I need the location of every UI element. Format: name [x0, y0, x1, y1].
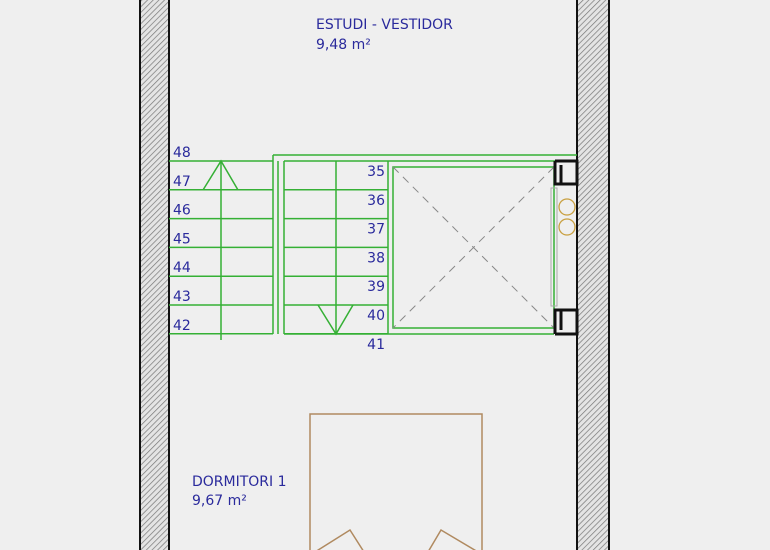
pillow	[428, 528, 477, 550]
step-number: 42	[173, 318, 191, 334]
step-number: 48	[173, 145, 191, 161]
step-number: 45	[173, 231, 191, 247]
room-name: ESTUDI - VESTIDOR	[316, 17, 453, 33]
elevator-shaft	[392, 159, 579, 336]
step-number: 37	[367, 222, 385, 238]
room-area: 9,48 m²	[316, 37, 371, 53]
room-name: DORMITORI 1	[192, 474, 287, 490]
elevator-button-icon	[558, 198, 576, 216]
left-step-numbers: 48 47 46 45 44 43 42	[173, 145, 191, 334]
arrow-up-icon	[202, 159, 239, 191]
pillow	[316, 528, 364, 550]
left-wall	[139, 0, 170, 550]
elevator-button-icon	[558, 218, 576, 236]
room-area: 9,67 m²	[192, 493, 247, 509]
step-number: 36	[367, 193, 385, 209]
step-number: 46	[173, 203, 191, 219]
step-number: 41	[367, 337, 385, 353]
staircase	[169, 154, 577, 340]
step-number: 38	[367, 250, 385, 266]
step-number: 43	[173, 289, 191, 305]
bed	[309, 413, 483, 550]
step-number: 39	[367, 279, 385, 295]
right-step-numbers: 35 36 37 38 39 40 41	[367, 164, 385, 353]
step-number: 47	[173, 174, 191, 190]
right-wall	[576, 0, 610, 550]
step-number: 35	[367, 164, 385, 180]
step-number: 44	[173, 260, 191, 276]
step-number: 40	[367, 308, 385, 324]
